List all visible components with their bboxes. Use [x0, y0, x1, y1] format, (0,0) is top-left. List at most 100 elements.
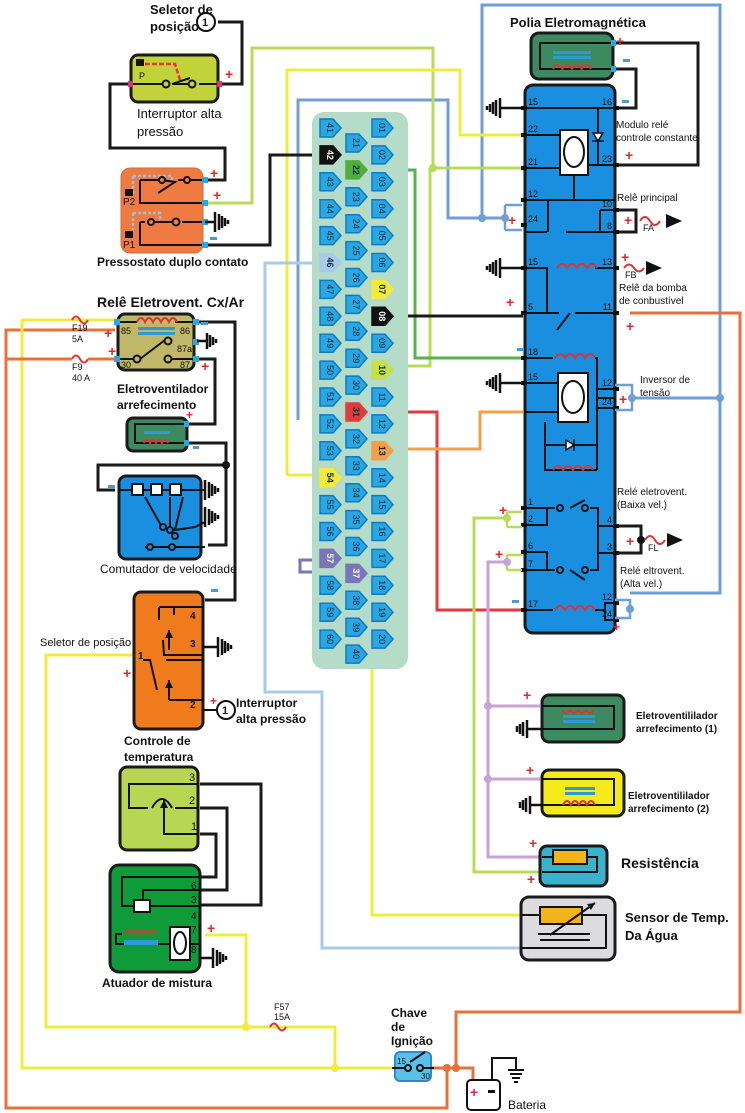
ground-icon: [203, 480, 220, 500]
module-pin-left-15: 15: [528, 257, 538, 267]
plus-sign: +: [529, 835, 537, 851]
module-circuit: [525, 267, 615, 331]
mix-actuator: 6 3 4 7 8 + Atuador de mistura: [102, 863, 228, 990]
minus-sign: [108, 485, 115, 488]
module-pin-right-13: 13: [602, 257, 612, 267]
minus-sign: [193, 446, 199, 449]
wire-black-speed-right: [208, 465, 228, 547]
connector-pin-label: 39: [351, 622, 361, 632]
plus-sign: +: [506, 294, 514, 310]
fan1-label-2: arrefecimento (1): [636, 724, 717, 735]
connector-pin-label: 32: [351, 434, 361, 444]
connector-pin-03: [371, 172, 395, 192]
diode-icon: [565, 438, 576, 452]
pin-icon: [202, 200, 208, 206]
connector-pin-06: [371, 252, 395, 273]
plus-sign: +: [626, 533, 634, 549]
connector-pin-12: [371, 414, 395, 434]
contact-icon: [163, 336, 173, 346]
connector-pin-45: [319, 225, 343, 246]
connector-pin-18: [371, 575, 395, 596]
pin-icon: [184, 421, 189, 427]
wire-black-relay87: [187, 357, 217, 426]
hp-label-2: pressão: [137, 124, 183, 139]
fl-label: FL: [648, 543, 659, 553]
junction-dot: [637, 536, 645, 544]
junction-dot: [222, 461, 230, 469]
connector-pin-08: [371, 306, 395, 327]
junction-dot: [716, 394, 724, 402]
connector-pins: 4142434445464748495051525354555657585960…: [319, 118, 395, 664]
selector-top: Seletor de posição 1: [150, 2, 216, 34]
fa-label: FA: [643, 223, 654, 233]
fan-1: + Eletroventililador arrefecimento (1): [484, 687, 718, 744]
connector-pin-label: 04: [377, 204, 387, 214]
fuse-f19: F19 5A: [71, 315, 89, 344]
module-terminal: [613, 618, 619, 622]
contact-icon: [147, 218, 155, 226]
high-speed-label-2: (Alta vel.): [620, 579, 662, 590]
plus-sign: +: [619, 391, 627, 407]
contact-icon: [183, 176, 191, 184]
connector-pin-label: 18: [377, 580, 387, 590]
fan-lines: [542, 705, 615, 730]
pin-icon: [193, 356, 199, 362]
coil-icon: [123, 929, 157, 937]
connector-pin-27: [345, 294, 369, 315]
connector-pin-34: [345, 482, 369, 503]
minus-sign: [623, 59, 630, 62]
wire-orange-13: [393, 410, 523, 451]
tc-label-2: temperatura: [124, 750, 194, 764]
module-pin-right-3: 3: [607, 542, 612, 552]
connector-pin-label: 59: [325, 607, 335, 617]
connector-pin-label: 53: [325, 446, 335, 456]
coil-icon: [552, 64, 592, 71]
ground-icon: [203, 507, 220, 527]
contact-icon: [161, 79, 171, 89]
fan2-label-2: arrefecimento (2): [628, 804, 709, 815]
module-terminal: [521, 223, 527, 227]
pot-arc-icon: [151, 798, 173, 809]
selector-lines: [143, 606, 203, 701]
tc-pin-3: 3: [190, 639, 196, 650]
coil-icon: [554, 353, 596, 360]
connector-pin-label: 52: [325, 419, 335, 429]
transistor-icon: [561, 380, 585, 414]
contact-icon: [168, 543, 176, 551]
wire-yellow-tc1: [44, 653, 337, 1068]
connector-pin-label: 14: [377, 473, 387, 483]
hp-ref-label-1: Interruptor: [236, 696, 298, 710]
pin-icon: [128, 81, 133, 87]
module-terminal: [521, 198, 527, 202]
connector-pin-label: 30: [351, 380, 361, 390]
connector-pin-24: [345, 213, 369, 234]
module-pin-left-18: 18: [528, 347, 538, 357]
contact-icon: [581, 566, 589, 574]
act-pin-4: 4: [191, 911, 197, 922]
module-terminal: [613, 601, 619, 605]
potentiometer: 3 2 1: [118, 765, 200, 852]
junction-dot: [443, 1064, 451, 1072]
wire-black-speedsw: [96, 463, 226, 492]
connector-pin-40: [345, 644, 369, 664]
connector-pin-label: 26: [351, 272, 361, 282]
core-icon: [553, 51, 591, 54]
module-pin-right-11: 11: [603, 302, 612, 312]
connector-pin-05: [371, 225, 395, 246]
connector-pin-label: 48: [325, 311, 335, 321]
act-pin-8: 8: [191, 945, 197, 956]
core-icon: [124, 940, 158, 945]
module-terminal: [521, 133, 527, 137]
core-icon: [138, 332, 175, 335]
resistor-icon: [169, 483, 182, 496]
connector-pin-label: 19: [377, 607, 387, 617]
resistor: + + Resistência: [527, 835, 699, 888]
connector-pin-21: [345, 133, 369, 153]
motor-icon: [173, 931, 187, 955]
minus-sign: [210, 237, 217, 240]
junction-dot: [501, 214, 509, 222]
plus-sign: +: [186, 408, 193, 422]
relay-pin-85: 85: [121, 326, 131, 336]
inverter-label-2: tensão: [640, 388, 670, 399]
connector-pin-label: 24: [351, 219, 361, 229]
